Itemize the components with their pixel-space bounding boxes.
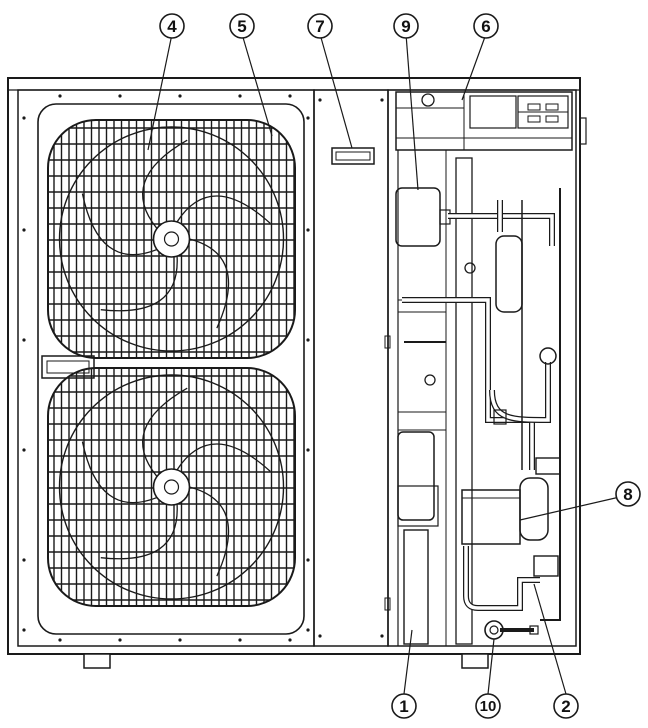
fan-guard-bottom [47, 367, 296, 607]
callout-7-label: 7 [315, 17, 324, 36]
callout-2: 2 [553, 693, 579, 719]
callout-9-label: 9 [401, 17, 410, 36]
callout-8: 8 [615, 481, 641, 507]
callout-1: 1 [391, 693, 417, 719]
rivets [22, 94, 384, 642]
callout-8-label: 8 [623, 485, 632, 504]
callout-leaders [147, 33, 625, 695]
callout-6-label: 6 [481, 17, 490, 36]
callout-2-label: 2 [561, 697, 570, 716]
callout-5: 5 [229, 13, 255, 39]
callout-6: 6 [473, 13, 499, 39]
callout-9: 9 [393, 13, 419, 39]
callout-10-label: 10 [480, 698, 497, 715]
callout-5-label: 5 [237, 17, 246, 36]
callout-4: 4 [159, 13, 185, 39]
fan-guard-top [47, 119, 296, 359]
service-compartment [384, 89, 577, 647]
callout-7: 7 [307, 13, 333, 39]
callout-10: 10 [475, 693, 501, 719]
callout-1-label: 1 [399, 697, 408, 716]
callout-4-label: 4 [167, 17, 177, 36]
housing [7, 77, 587, 669]
